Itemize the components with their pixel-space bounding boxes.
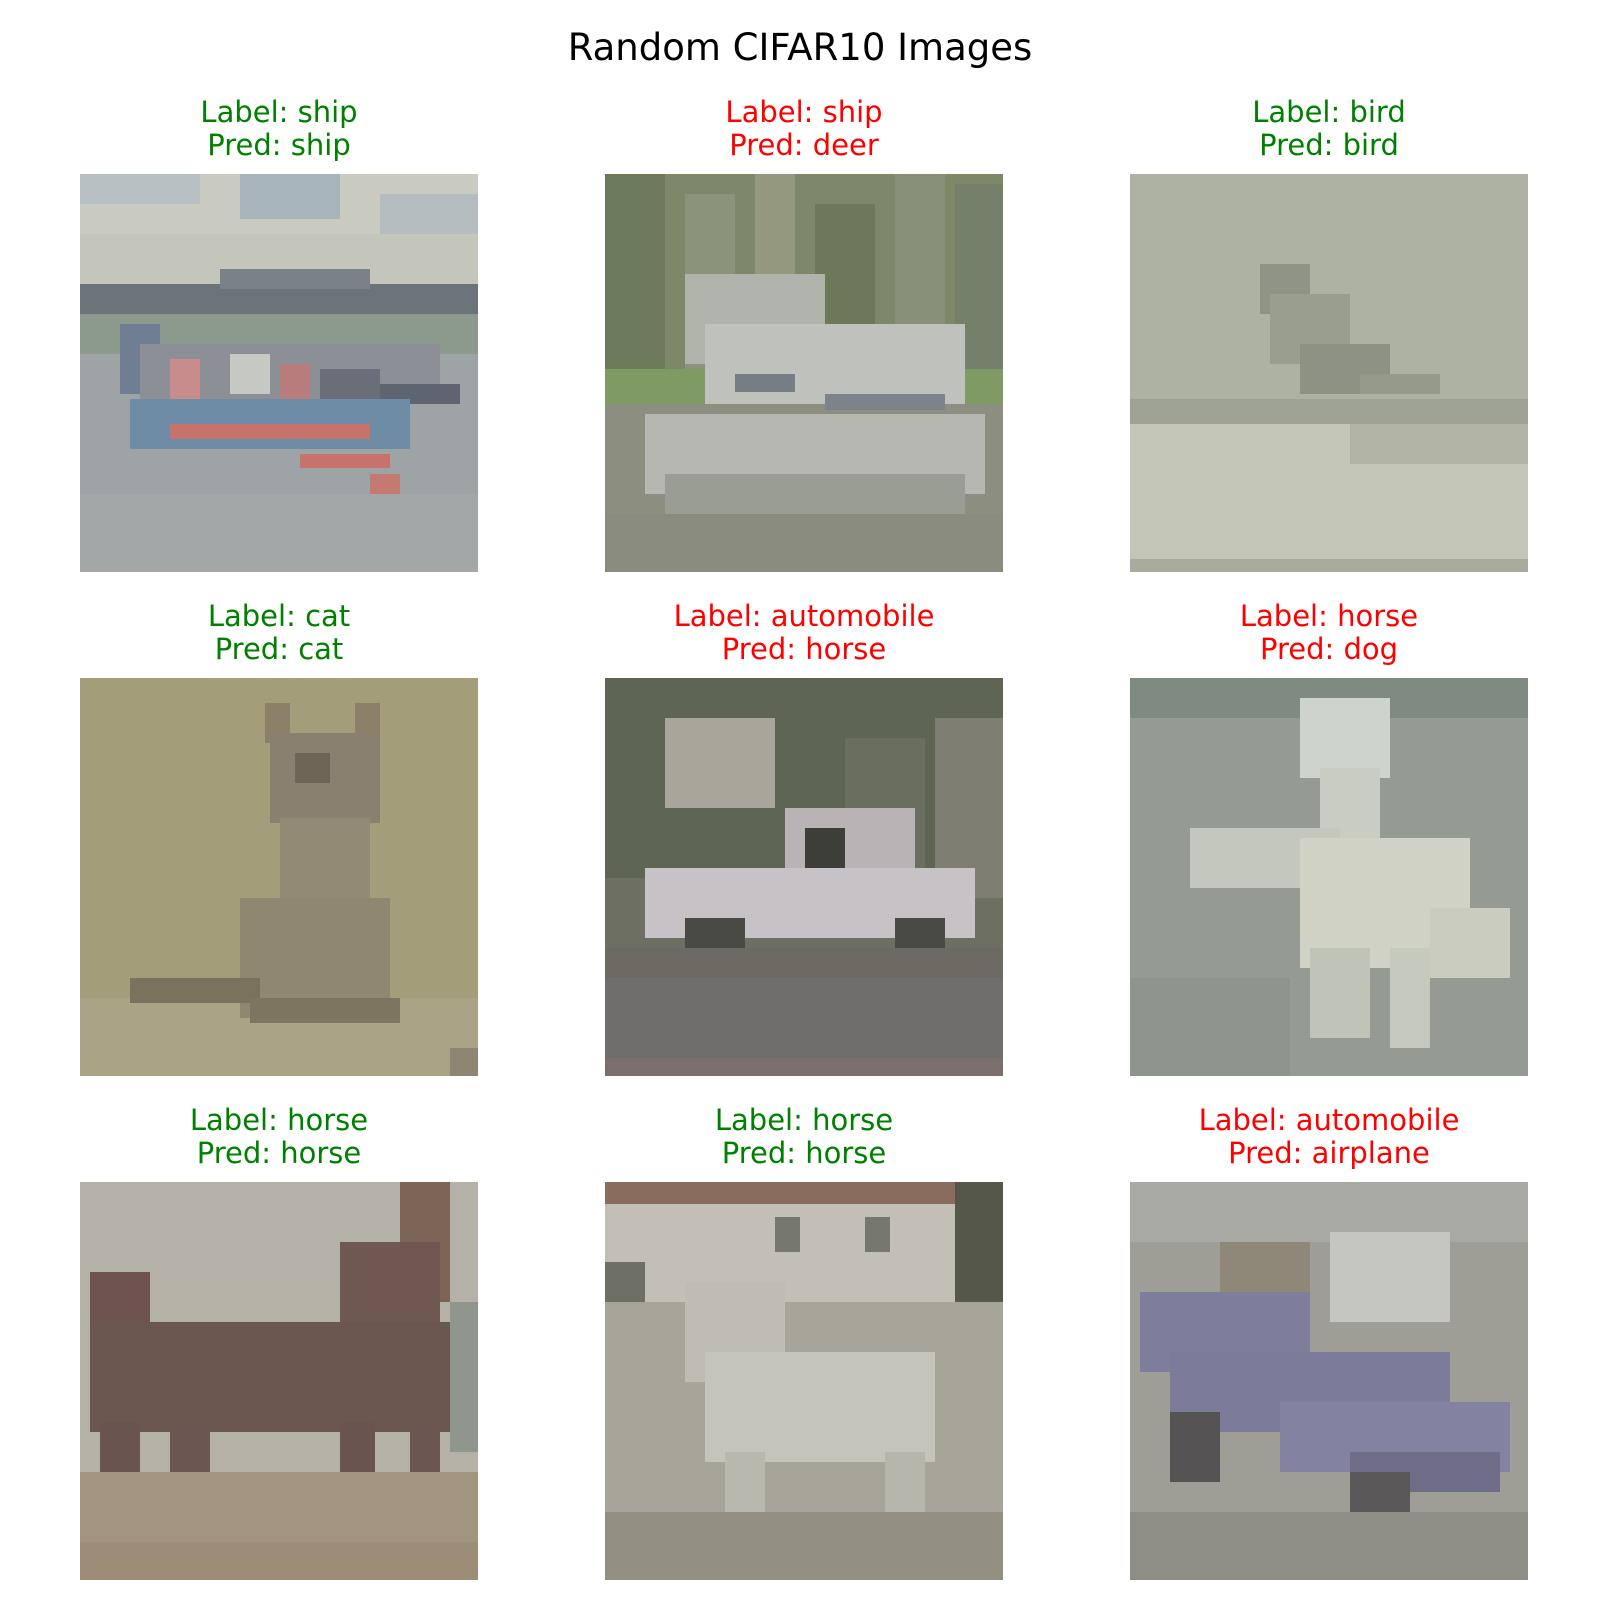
true-label: Label: horse <box>189 1103 369 1137</box>
true-label: Label: ship <box>200 95 358 129</box>
panel-caption: Label: automobile Pred: airplane <box>1130 1104 1528 1170</box>
predicted-label: Pred: ship <box>207 128 351 162</box>
panel-caption: Label: bird Pred: bird <box>1130 96 1528 162</box>
predicted-label: Pred: deer <box>729 128 879 162</box>
true-label: Label: bird <box>1252 95 1406 129</box>
image-panel: Label: cat Pred: cat <box>80 600 478 1076</box>
horse-image <box>1130 678 1528 1076</box>
true-label: Label: horse <box>714 1103 894 1137</box>
horse-image <box>80 1182 478 1580</box>
cat-image <box>80 678 478 1076</box>
true-label: Label: ship <box>725 95 883 129</box>
image-panel: Label: automobile Pred: airplane <box>1130 1104 1528 1580</box>
predicted-label: Pred: bird <box>1259 128 1399 162</box>
ship-image <box>605 174 1003 572</box>
panel-caption: Label: horse Pred: dog <box>1130 600 1528 666</box>
predicted-label: Pred: airplane <box>1228 1136 1430 1170</box>
true-label: Label: cat <box>207 599 351 633</box>
bird-image <box>1130 174 1528 572</box>
image-panel: Label: horse Pred: horse <box>605 1104 1003 1580</box>
image-panel: Label: bird Pred: bird <box>1130 96 1528 572</box>
predicted-label: Pred: horse <box>721 632 887 666</box>
image-panel: Label: horse Pred: dog <box>1130 600 1528 1076</box>
ship-image <box>80 174 478 572</box>
predicted-label: Pred: dog <box>1259 632 1399 666</box>
true-label: Label: automobile <box>1198 1103 1460 1137</box>
predicted-label: Pred: horse <box>196 1136 362 1170</box>
panel-caption: Label: automobile Pred: horse <box>605 600 1003 666</box>
automobile-image <box>605 678 1003 1076</box>
figure-title: Random CIFAR10 Images <box>567 26 1033 69</box>
predicted-label: Pred: horse <box>721 1136 887 1170</box>
panel-caption: Label: ship Pred: deer <box>605 96 1003 162</box>
true-label: Label: automobile <box>673 599 935 633</box>
image-panel: Label: ship Pred: deer <box>605 96 1003 572</box>
panel-caption: Label: ship Pred: ship <box>80 96 478 162</box>
image-panel: Label: ship Pred: ship <box>80 96 478 572</box>
horse-image <box>605 1182 1003 1580</box>
true-label: Label: horse <box>1239 599 1419 633</box>
image-panel: Label: horse Pred: horse <box>80 1104 478 1580</box>
panel-caption: Label: horse Pred: horse <box>605 1104 1003 1170</box>
predicted-label: Pred: cat <box>214 632 344 666</box>
automobile-image <box>1130 1182 1528 1580</box>
panel-caption: Label: cat Pred: cat <box>80 600 478 666</box>
image-panel: Label: automobile Pred: horse <box>605 600 1003 1076</box>
panel-caption: Label: horse Pred: horse <box>80 1104 478 1170</box>
